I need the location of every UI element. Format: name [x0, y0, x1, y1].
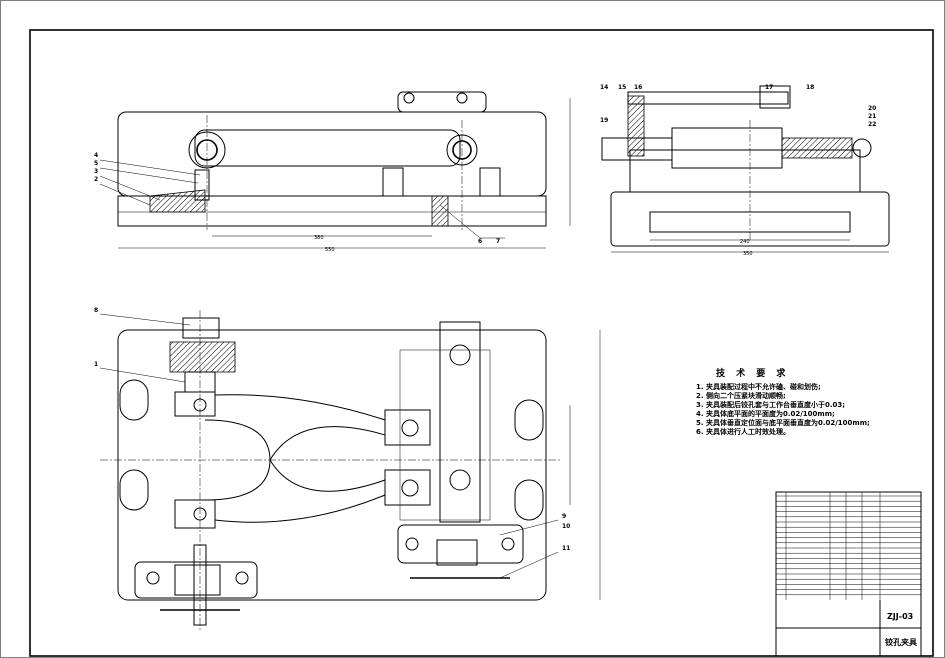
dim-front-inner: 380 — [314, 235, 324, 241]
drawing-name: 铰孔夹具 — [885, 638, 917, 647]
tech-item: 1. 夹具装配过程中不允许磕、碰和划伤; — [696, 383, 821, 391]
technical-requirements: 技 术 要 求 1. 夹具装配过程中不允许磕、碰和划伤; 2. 侧向二个压紧块滑… — [696, 370, 870, 437]
front-view: 380 550 4 5 3 2 6 7 — [94, 91, 571, 253]
balloon: 11 — [562, 545, 570, 552]
balloon: 22 — [868, 121, 876, 128]
balloon: 3 — [94, 168, 98, 175]
balloon: 17 — [765, 84, 773, 91]
tech-item: 3. 夹具装配后铰孔套与工作台垂直度小于0.03; — [696, 401, 846, 409]
balloon: 8 — [94, 307, 98, 314]
balloon: 16 — [634, 84, 642, 91]
balloon: 4 — [94, 152, 98, 159]
balloon: 18 — [806, 84, 814, 91]
balloon: 21 — [868, 113, 876, 120]
dim-front-overall: 550 — [325, 247, 335, 253]
tech-item: 2. 侧向二个压紧块滑动顺畅; — [696, 392, 786, 400]
tech-item: 4. 夹具体底平面的平面度为0.02/100mm; — [696, 410, 835, 418]
balloon: 7 — [496, 238, 500, 245]
balloon: 20 — [868, 105, 876, 112]
balloon: 6 — [478, 238, 482, 245]
tech-item: 5. 夹具体垂直定位面与底平面垂直度为0.02/100mm; — [696, 419, 870, 427]
dim-side-inner: 240 — [740, 239, 750, 245]
balloon: 2 — [94, 176, 98, 183]
drawing-code: ZJJ-03 — [887, 612, 914, 621]
balloon: 10 — [562, 523, 570, 530]
balloon: 15 — [618, 84, 626, 91]
balloon: 14 — [600, 84, 608, 91]
balloon: 19 — [600, 117, 608, 124]
dim-side-overall: 350 — [743, 251, 753, 257]
top-view: 8 1 9 10 11 — [94, 307, 601, 630]
balloon: 1 — [94, 361, 98, 368]
tech-item: 6. 夹具体进行人工时效处理。 — [696, 428, 790, 436]
drawing-frame — [29, 29, 934, 657]
tech-heading: 技 术 要 求 — [716, 369, 790, 379]
balloon: 5 — [94, 160, 98, 167]
title-block — [775, 491, 922, 657]
balloon: 9 — [562, 513, 566, 520]
side-view: 240 350 14 15 16 17 18 19 20 21 22 — [600, 84, 890, 257]
